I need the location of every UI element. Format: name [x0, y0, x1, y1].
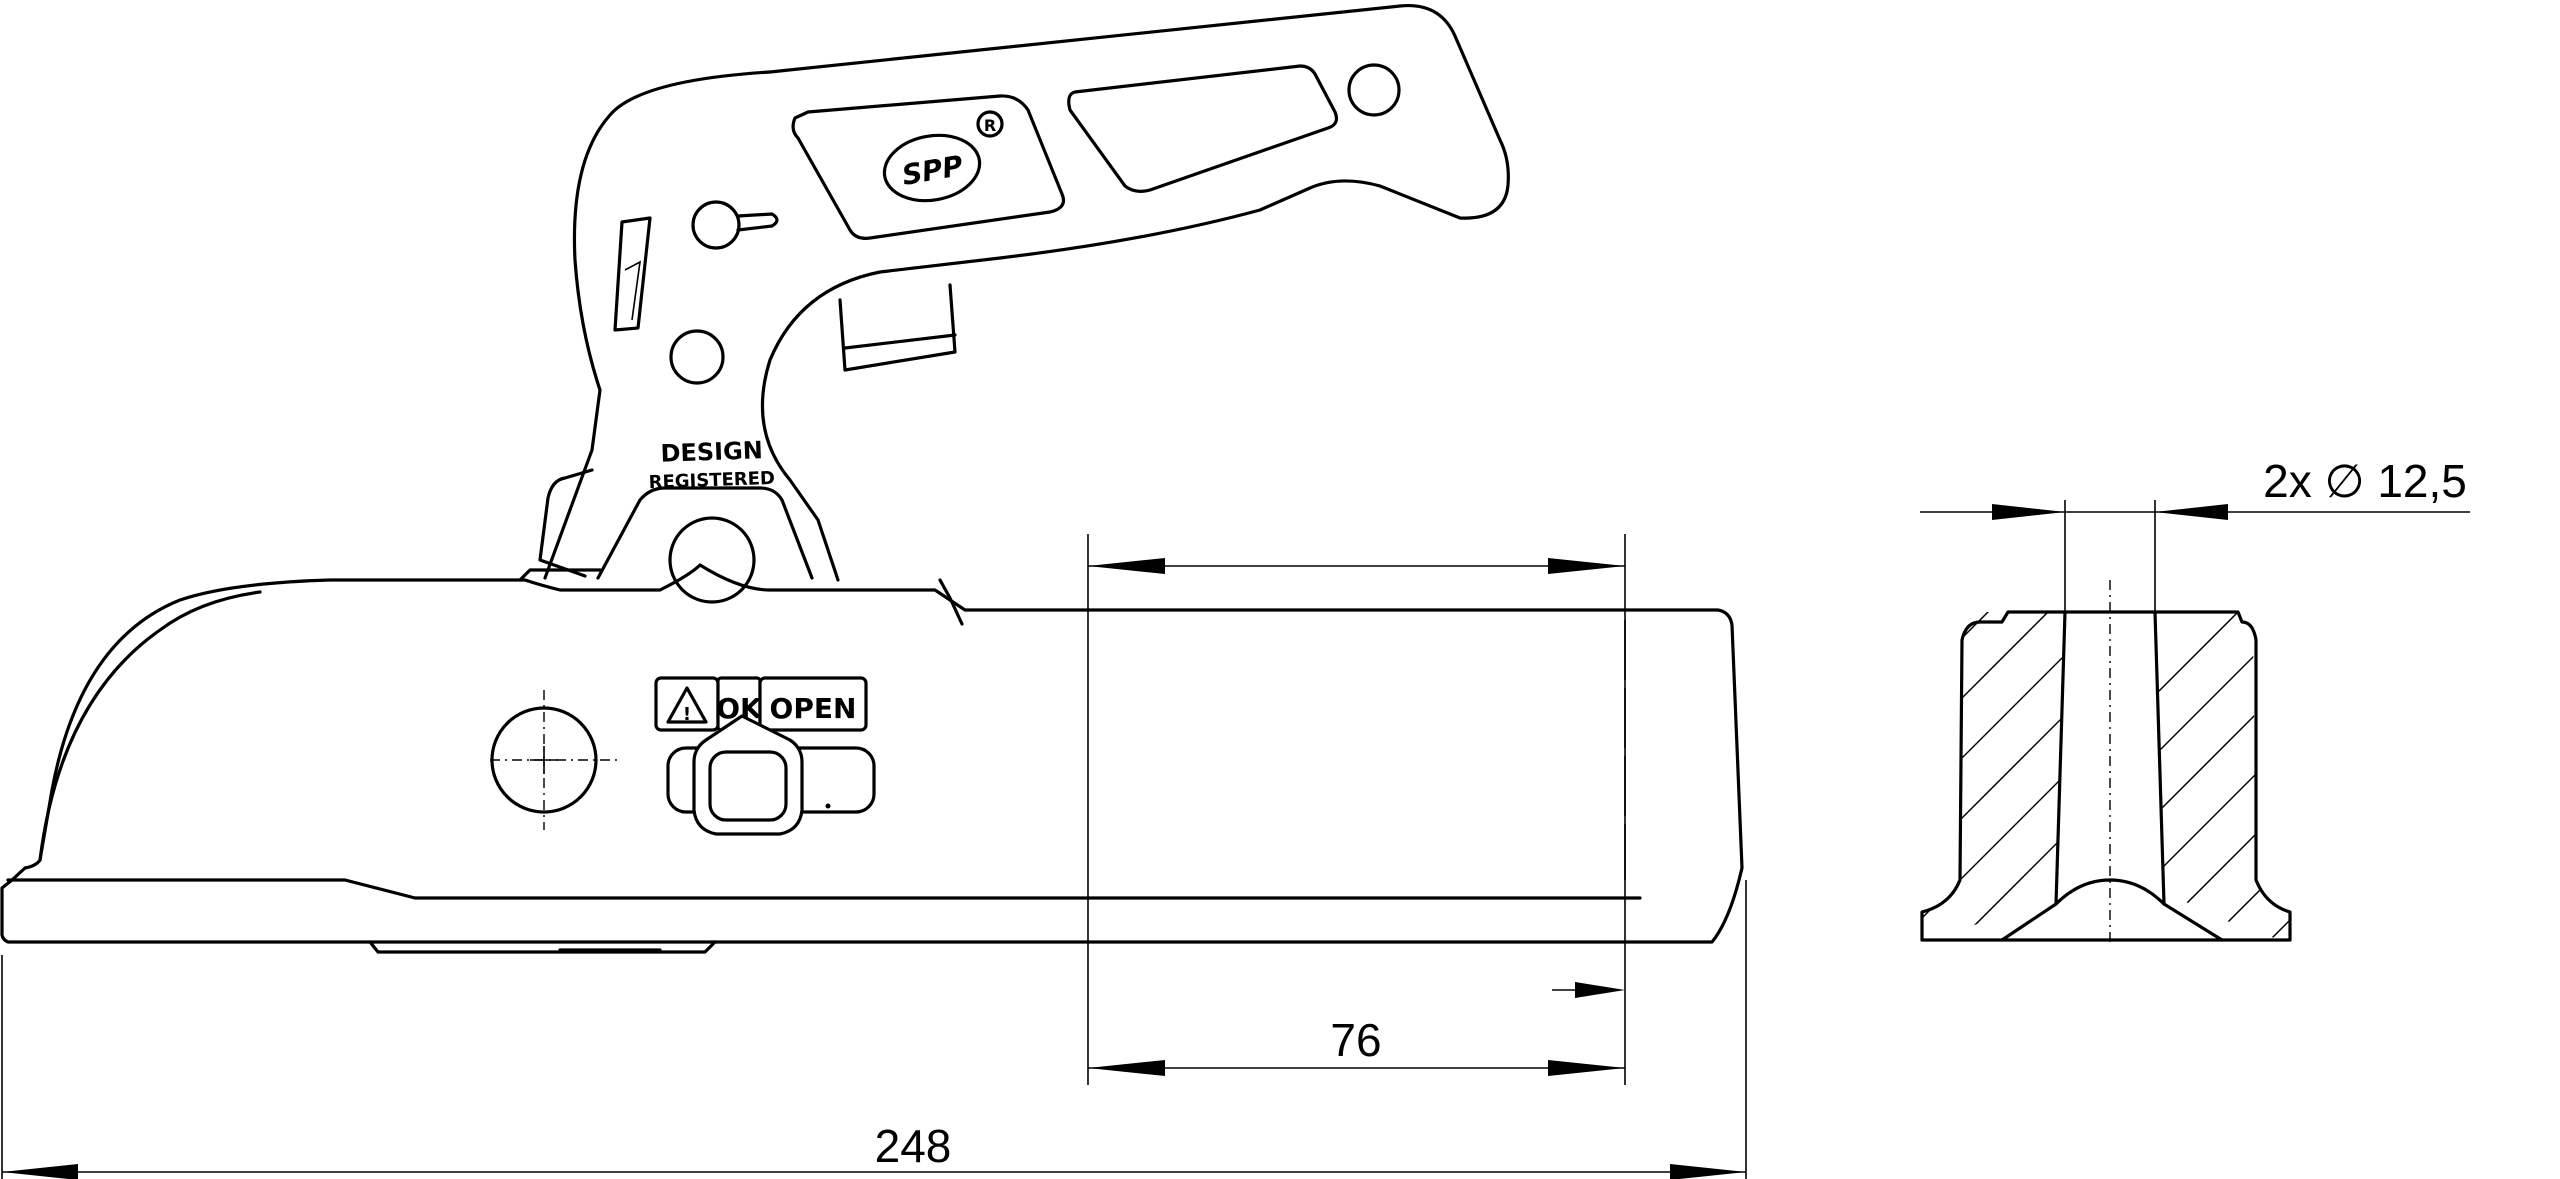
socket-hole — [490, 690, 618, 830]
shank-length-label: 76 — [1330, 1014, 1381, 1066]
dimension-lines: 76 248 — [1, 534, 1747, 1179]
registered-label: REGISTERED — [648, 468, 775, 493]
warning-icon: ! — [683, 704, 691, 725]
overall-length-label: 248 — [875, 1120, 952, 1172]
coupling-body — [0, 563, 1744, 954]
brand-logo-text: SPP — [899, 149, 965, 192]
coupling-handle: SPP R DESIGN REGISTERED — [538, 3, 1510, 604]
wear-indicator: ! OK OPEN — [654, 676, 876, 836]
hole-diameter-label: 2x ∅ 12,5 — [2263, 455, 2467, 507]
open-label: OPEN — [770, 692, 857, 725]
registered-mark: R — [984, 116, 996, 135]
bushing-section: 2x ∅ 12,5 — [1920, 455, 2470, 945]
design-label: DESIGN — [660, 436, 763, 468]
